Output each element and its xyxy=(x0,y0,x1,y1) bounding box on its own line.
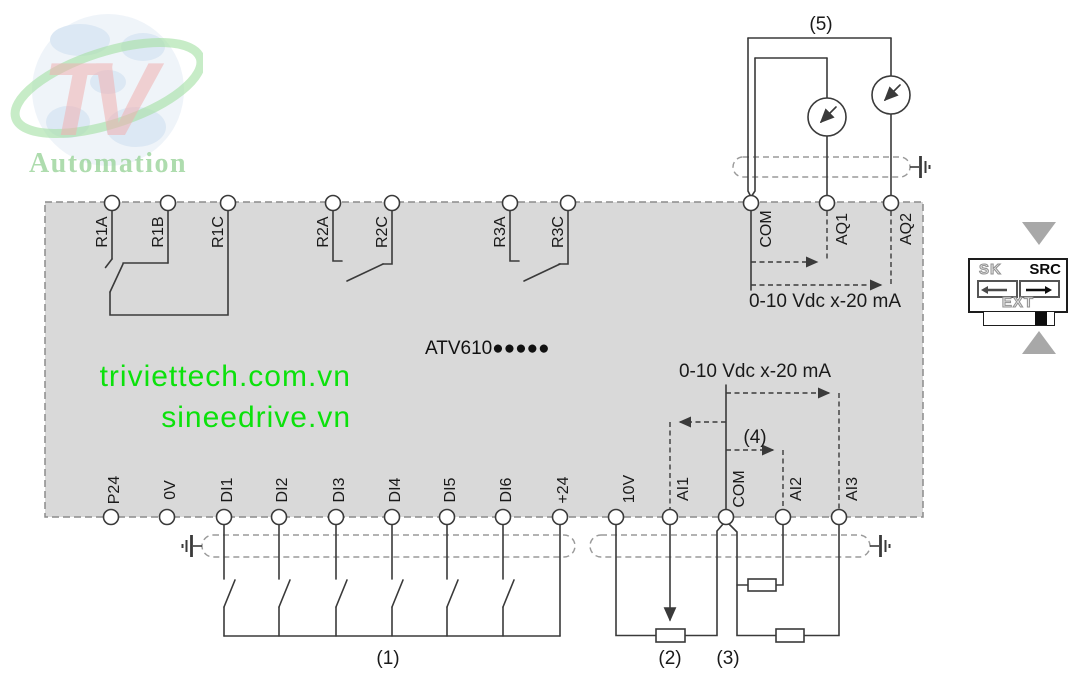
terminal-label-com-bottom: COM xyxy=(731,470,748,507)
terminal-label-10v: 10V xyxy=(621,474,638,503)
terminal-label-p24: P24 xyxy=(106,476,123,505)
ground-symbol-bottom-right xyxy=(870,535,891,557)
terminal-label-di6: DI6 xyxy=(498,477,515,502)
terminal-p24-source xyxy=(551,508,569,526)
terminal-10v xyxy=(607,508,625,526)
terminal-ai2 xyxy=(774,508,792,526)
terminal-label-ai3: AI3 xyxy=(844,477,861,501)
annotation-3: (3) xyxy=(716,648,739,669)
terminal-com-top xyxy=(742,194,760,212)
terminal-aq1 xyxy=(818,194,836,212)
terminal-label-di5: DI5 xyxy=(442,477,459,502)
cable-shield-analog-inputs xyxy=(589,534,871,558)
company-logo-art: TV Automation xyxy=(10,14,203,179)
relay-r3-contact xyxy=(509,209,569,282)
terminal-label-0v: 0V xyxy=(162,480,179,500)
terminal-label-r2a: R2A xyxy=(315,216,332,247)
terminal-r3c xyxy=(559,194,577,212)
terminal-label-aq2: AQ2 xyxy=(898,213,915,245)
resistor-ai3 xyxy=(775,628,805,643)
terminal-0v xyxy=(158,508,176,526)
switch-slider-position xyxy=(1035,312,1047,325)
left-arrow-icon xyxy=(981,286,1007,294)
sink-position-switch xyxy=(977,280,1018,298)
terminal-di4 xyxy=(383,508,401,526)
cable-shield-digital-inputs xyxy=(201,534,576,558)
logo-caption: Automation xyxy=(29,148,187,179)
switch-body: SK SRC EXT xyxy=(968,258,1068,313)
terminal-r1a xyxy=(103,194,121,212)
source-label: SRC xyxy=(1029,261,1061,278)
terminal-label-ai1: AI1 xyxy=(675,477,692,501)
terminal-label-di1: DI1 xyxy=(219,477,236,502)
terminal-di6 xyxy=(494,508,512,526)
digital-input-switches xyxy=(223,523,561,637)
switch-slider xyxy=(983,311,1055,326)
sink-label: SK xyxy=(979,261,1002,279)
analog-input-wiring xyxy=(615,522,840,637)
terminal-label-r3c: R3C xyxy=(550,216,567,248)
annotation-2: (2) xyxy=(658,648,681,669)
terminal-label-di3: DI3 xyxy=(331,477,348,502)
watermark-websites: triviettech.com.vn sineedrive.vn xyxy=(88,356,351,438)
ground-symbol-bottom-left xyxy=(181,535,202,557)
terminal-label-r2c: R2C xyxy=(374,216,391,248)
terminal-di3 xyxy=(327,508,345,526)
potentiometer xyxy=(655,628,686,643)
terminals-bottom xyxy=(102,508,848,526)
terminal-ai3 xyxy=(830,508,848,526)
terminal-label-di2: DI2 xyxy=(274,477,291,502)
watermark-website-2: sineedrive.vn xyxy=(161,401,351,434)
analog-output-range-label: 0-10 Vdc x-20 mA xyxy=(749,291,901,312)
terminal-ai1 xyxy=(661,508,679,526)
terminal-com-bottom xyxy=(717,508,735,526)
analog-input-range-label: 0-10 Vdc x-20 mA xyxy=(679,361,831,382)
terminal-label-r1a: R1A xyxy=(94,216,111,247)
terminal-label-r1b: R1B xyxy=(150,216,167,247)
terminal-r2a xyxy=(324,194,342,212)
analog-input-mapping xyxy=(669,384,840,512)
resistor-ai2 xyxy=(747,578,777,592)
terminal-aq2 xyxy=(882,194,900,212)
ground-symbol-top-right xyxy=(910,156,931,178)
drive-model-label: ATV610●●●●● xyxy=(425,338,550,359)
terminal-di5 xyxy=(438,508,456,526)
terminal-r2c xyxy=(383,194,401,212)
terminal-r3a xyxy=(501,194,519,212)
sink-source-switch: SK SRC EXT xyxy=(966,220,1086,360)
terminal-label-di4: DI4 xyxy=(387,477,404,502)
terminals-top xyxy=(103,194,900,212)
cable-shield-analog-output xyxy=(732,156,911,178)
company-logo: TV Automation xyxy=(8,2,203,182)
relay-r2-contact xyxy=(332,209,393,282)
terminal-p24 xyxy=(102,508,120,526)
analog-output-mapping xyxy=(750,209,892,291)
terminal-di2 xyxy=(270,508,288,526)
terminal-label-com-top: COM xyxy=(758,210,775,247)
right-arrow-icon xyxy=(1026,286,1052,294)
switch-position-marker-down-icon xyxy=(1022,222,1056,245)
ext-label: EXT xyxy=(1001,294,1035,312)
terminal-label-aq1: AQ1 xyxy=(834,213,851,245)
source-position-switch xyxy=(1019,280,1060,298)
analog-meter-aq1 xyxy=(807,97,847,137)
drive-block xyxy=(44,201,924,518)
terminal-label-r3a: R3A xyxy=(492,216,509,247)
terminal-r1b xyxy=(159,194,177,212)
watermark-website-1: triviettech.com.vn xyxy=(99,360,351,393)
terminal-label-r1c: R1C xyxy=(210,216,227,248)
terminal-label-ai2: AI2 xyxy=(788,477,805,501)
terminal-di1 xyxy=(215,508,233,526)
relay-r1-contact xyxy=(104,209,229,316)
analog-meter-aq2 xyxy=(871,75,911,115)
annotation-4: (4) xyxy=(743,427,766,448)
switch-position-marker-up-icon xyxy=(1022,331,1056,354)
terminal-r1c xyxy=(219,194,237,212)
logo-swoosh xyxy=(10,37,203,139)
annotation-1: (1) xyxy=(376,648,399,669)
annotation-5: (5) xyxy=(809,14,832,35)
terminal-label-plus24: +24 xyxy=(555,476,572,503)
